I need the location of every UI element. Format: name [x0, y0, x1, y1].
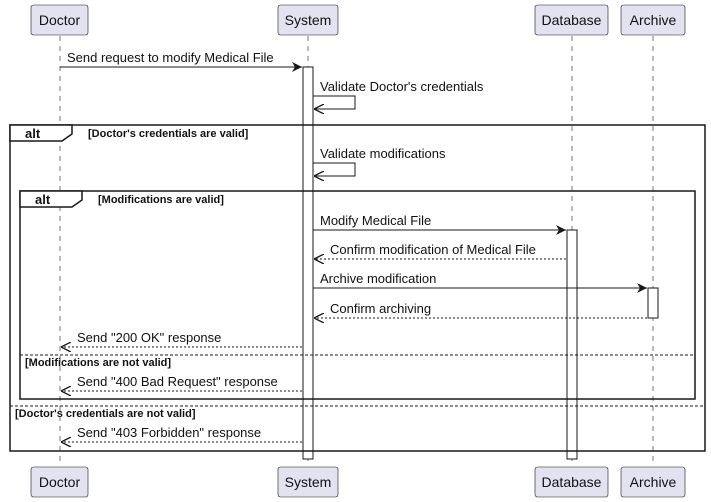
activation-system — [302, 66, 314, 460]
participant-archive[interactable]: Archive — [620, 4, 686, 36]
alt-fragment-inner: alt [Modifications are valid] [Modificat… — [19, 190, 696, 400]
participant-label: System — [285, 474, 332, 490]
message-label: Archive modification — [320, 271, 436, 286]
alt-guard-inner: [Modifications are valid] — [98, 194, 224, 206]
message-label: Confirm modification of Medical File — [330, 242, 536, 257]
alt-fragment-outer: alt [Doctor's credentials are valid] [Do… — [9, 124, 706, 452]
participant-label: Database — [542, 12, 602, 28]
alt-guard-outer: [Doctor's credentials are valid] — [88, 128, 249, 140]
participant-system-bottom[interactable]: System — [277, 466, 339, 498]
participant-database-bottom[interactable]: Database — [534, 466, 609, 498]
participant-label: System — [285, 12, 332, 28]
participant-label: Doctor — [39, 12, 81, 28]
participant-doctor-bottom[interactable]: Doctor — [30, 466, 89, 498]
activation-database — [566, 229, 578, 460]
message-arrow-self — [313, 95, 356, 109]
message-label: Modify Medical File — [320, 213, 431, 228]
participants-top: Doctor System Database Archive — [30, 4, 686, 36]
message-label: Send "200 OK" response — [77, 330, 221, 345]
message-arrow-self — [313, 162, 356, 176]
participant-label: Doctor — [39, 474, 81, 490]
participant-label: Archive — [630, 12, 677, 28]
message-label: Send "400 Bad Request" response — [77, 374, 278, 389]
alt-label-outer: alt — [25, 126, 41, 141]
message-label: Validate modifications — [320, 146, 446, 161]
participant-system[interactable]: System — [277, 4, 339, 36]
messages: Send request to modify Medical File Vali… — [60, 50, 647, 442]
participant-label: Database — [542, 474, 602, 490]
message-label: Validate Doctor's credentials — [320, 79, 484, 94]
message-label: Send "403 Forbidden" response — [77, 425, 261, 440]
alt-else-guard-outer: [Doctor's credentials are not valid] — [15, 408, 196, 420]
participant-doctor[interactable]: Doctor — [30, 4, 89, 36]
participant-label: Archive — [630, 474, 677, 490]
participant-archive-bottom[interactable]: Archive — [620, 466, 686, 498]
activations — [302, 66, 659, 460]
participants-bottom: Doctor System Database Archive — [30, 466, 686, 498]
participant-database[interactable]: Database — [534, 4, 609, 36]
message-label: Confirm archiving — [330, 301, 431, 316]
alt-else-guard-inner: [Modifications are not valid] — [25, 357, 171, 369]
alt-label-inner: alt — [35, 192, 51, 207]
message-label: Send request to modify Medical File — [67, 50, 274, 65]
activation-archive — [647, 287, 659, 319]
